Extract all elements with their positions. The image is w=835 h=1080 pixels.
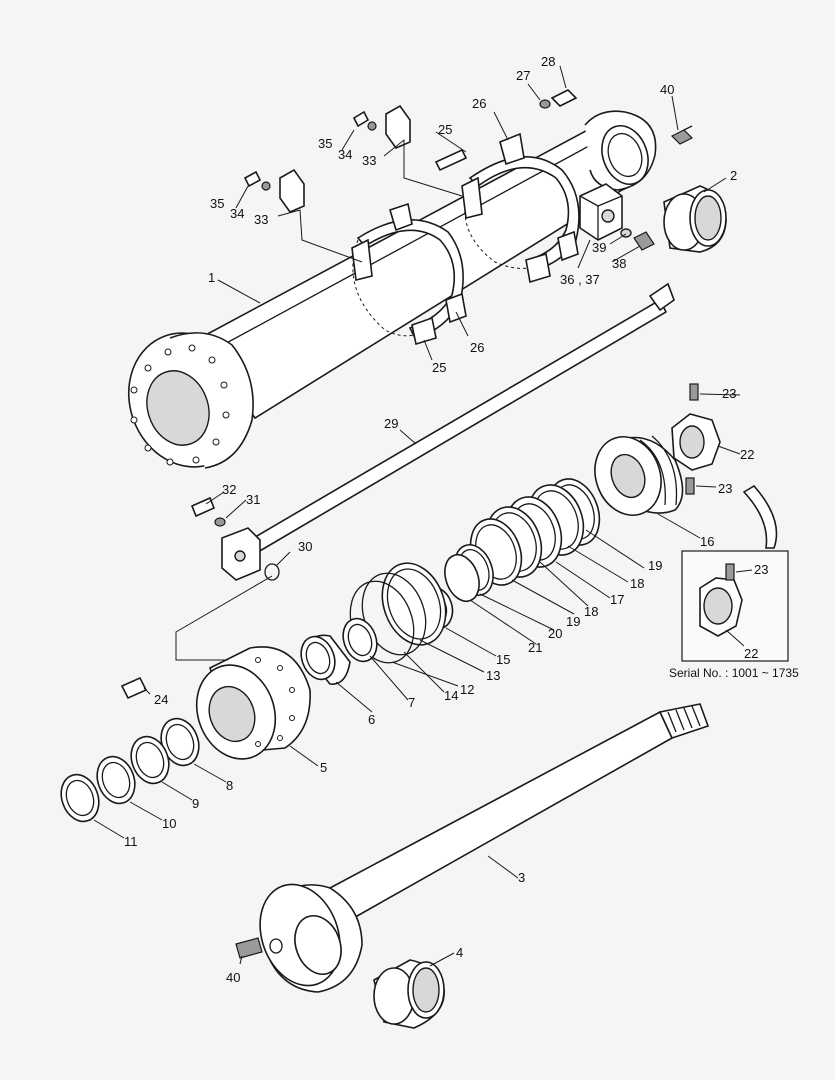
callout-29: 29 — [384, 416, 398, 431]
inset-nut-22 — [699, 577, 743, 637]
seal-9 — [130, 735, 170, 785]
bushing-2 — [663, 185, 727, 253]
callout-33a: 33 — [362, 153, 376, 168]
callout-23a: 23 — [722, 386, 736, 401]
port-block — [579, 183, 623, 241]
callout-25b: 25 — [432, 360, 446, 375]
callout-35b: 35 — [210, 196, 224, 211]
piston-16 — [594, 435, 684, 516]
callout-15: 15 — [496, 652, 510, 667]
callout-22b: 22 — [744, 646, 758, 661]
seal-10 — [96, 755, 136, 805]
bolt-35-upper — [352, 110, 370, 128]
callout-24: 24 — [154, 692, 168, 707]
callout-5: 5 — [320, 760, 327, 775]
leader-lines — [93, 65, 753, 967]
callout-2: 2 — [730, 168, 737, 183]
callout-26b: 26 — [470, 340, 484, 355]
callout-labels: 1 2 3 4 5 6 7 8 9 10 11 12 13 14 15 16 1… — [124, 54, 799, 985]
set-screw-23-top — [689, 383, 699, 401]
callout-33b: 33 — [254, 212, 268, 227]
bolt-25-top — [434, 148, 468, 172]
flange-bolt-holes — [130, 344, 230, 466]
callout-8: 8 — [226, 778, 233, 793]
ring-13 — [381, 562, 447, 646]
callout-39: 39 — [592, 240, 606, 255]
callout-23b: 23 — [718, 481, 732, 496]
callout-32: 32 — [222, 482, 236, 497]
callout-36-37: 36 , 37 — [560, 272, 600, 287]
callout-34b: 34 — [230, 206, 244, 221]
callout-40b: 40 — [226, 970, 240, 985]
callout-26a: 26 — [472, 96, 486, 111]
serial-variant-inset — [681, 484, 789, 662]
pipe-29 — [221, 282, 675, 581]
inset-set-screw-23 — [725, 563, 735, 581]
washer-34-lower — [261, 181, 271, 191]
bolt-28 — [550, 89, 578, 107]
callout-17: 17 — [610, 592, 624, 607]
grease-fitting-40-top — [670, 125, 694, 145]
callout-34a: 34 — [338, 147, 352, 162]
grease-fitting-40-bottom — [235, 937, 283, 959]
clamp-band-front — [351, 202, 467, 346]
callout-1: 1 — [208, 270, 215, 285]
clamp-block-33-lower — [279, 168, 305, 213]
callout-7: 7 — [408, 695, 415, 710]
bolt-24 — [120, 676, 148, 700]
callout-6: 6 — [368, 712, 375, 727]
callout-9: 9 — [192, 796, 199, 811]
callout-35a: 35 — [318, 136, 332, 151]
callout-4: 4 — [456, 945, 463, 960]
callout-38: 38 — [612, 256, 626, 271]
clamp-band-rear — [461, 132, 580, 284]
nut-22 — [671, 413, 721, 471]
callout-16: 16 — [700, 534, 714, 549]
callout-31: 31 — [246, 492, 260, 507]
callout-25a: 25 — [438, 122, 452, 137]
callout-11: 11 — [124, 834, 138, 849]
callout-40a: 40 — [660, 82, 674, 97]
cylinder-tube — [127, 110, 657, 469]
callout-13: 13 — [486, 668, 500, 683]
washer-27 — [539, 99, 551, 109]
bolt-35-lower — [243, 170, 262, 188]
callout-18a: 18 — [630, 576, 644, 591]
serial-number-range: Serial No. : 1001 ~ 1735 — [669, 666, 799, 680]
piston-rod-3 — [259, 703, 710, 993]
bushing-6 — [300, 634, 351, 685]
callout-3: 3 — [518, 870, 525, 885]
set-screw-23-lower — [685, 477, 695, 495]
callout-21: 21 — [528, 640, 542, 655]
seal-11 — [60, 773, 100, 823]
callout-23c: 23 — [754, 562, 768, 577]
callout-28: 28 — [541, 54, 555, 69]
callout-12: 12 — [460, 682, 474, 697]
clamp-block-33-upper — [385, 104, 411, 149]
callout-20: 20 — [548, 626, 562, 641]
callout-10: 10 — [162, 816, 176, 831]
callout-18b: 18 — [584, 604, 598, 619]
callout-19a: 19 — [648, 558, 662, 573]
rod-cover-5 — [195, 646, 311, 760]
washer-34-upper — [367, 121, 377, 131]
bushing-4 — [373, 959, 445, 1029]
callout-22a: 22 — [740, 447, 754, 462]
callout-14: 14 — [444, 688, 458, 703]
callout-27: 27 — [516, 68, 530, 83]
ring-7 — [342, 617, 378, 663]
callout-19b: 19 — [566, 614, 580, 629]
callout-30: 30 — [298, 539, 312, 554]
snap-ring-30 — [264, 563, 280, 581]
washer-31 — [214, 517, 226, 527]
